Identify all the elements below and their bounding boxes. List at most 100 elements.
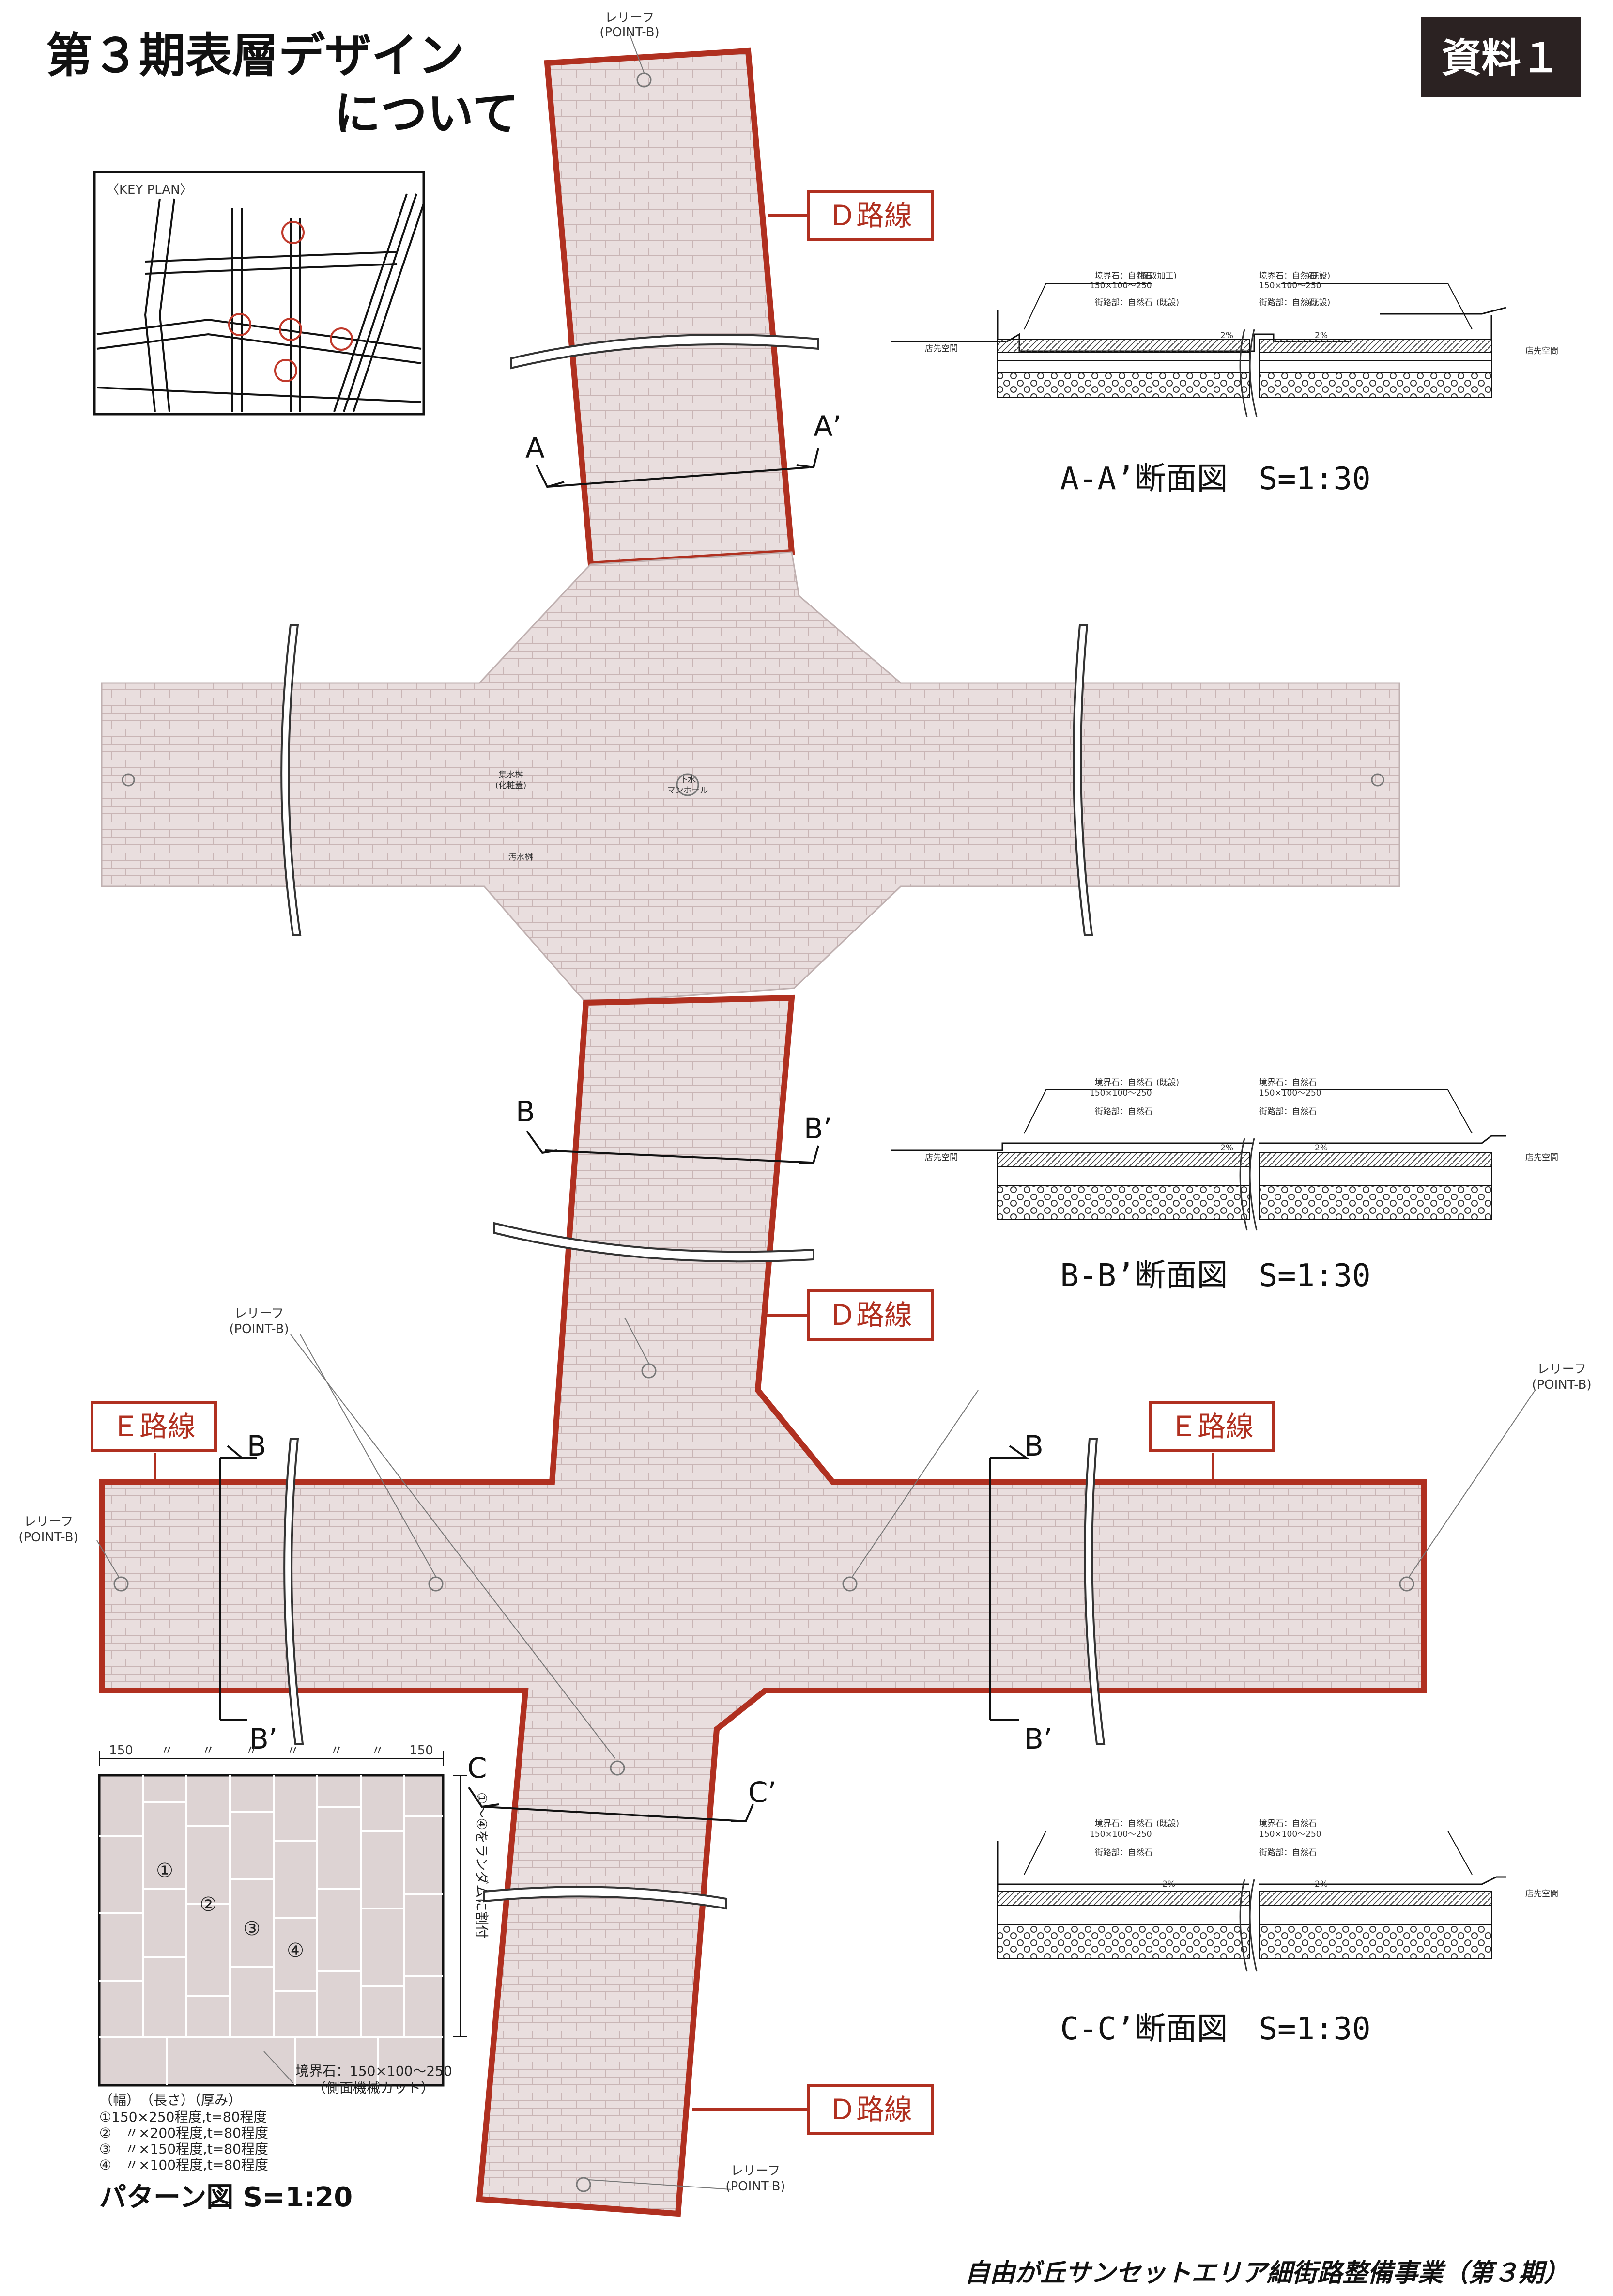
- svg-text:C: C: [467, 1752, 487, 1784]
- svg-text:(POINT-B): (POINT-B): [725, 2179, 785, 2194]
- svg-text:③ 〃×150程度,t=80程度: ③ 〃×150程度,t=80程度: [99, 2141, 268, 2157]
- svg-text:③: ③: [243, 1918, 261, 1940]
- svg-text:B: B: [516, 1095, 535, 1128]
- cut-marks: [219, 448, 1030, 1822]
- svg-text:150×100～250: 150×100～250: [1259, 1088, 1321, 1098]
- svg-text:2%: 2%: [1220, 1143, 1233, 1153]
- svg-text:B: B: [247, 1429, 266, 1462]
- svg-text:A: A: [525, 432, 545, 465]
- svg-text:(面取加工): (面取加工): [1137, 271, 1177, 281]
- svg-text:境界石：自然石: 境界石：自然石: [1259, 1819, 1317, 1829]
- d-route-label-2: Ｄ路線: [828, 1299, 912, 1332]
- svg-text:汚水桝: 汚水桝: [508, 853, 533, 862]
- svg-text:B: B: [1024, 1429, 1044, 1462]
- section-cc: 境界石：自然石 (既設) 150×100～250 境界石：自然石 150×100…: [997, 1819, 1558, 2047]
- key-plan: 〈KEY PLAN〉: [93, 171, 425, 416]
- svg-text:(既設): (既設): [1156, 1819, 1179, 1829]
- svg-text:境界石：自然石: 境界石：自然石: [1095, 271, 1152, 281]
- svg-text:150×100～250: 150×100～250: [1090, 1088, 1152, 1098]
- svg-text:街路部：自然石: 街路部：自然石: [1095, 298, 1152, 308]
- svg-text:2%: 2%: [1220, 331, 1233, 341]
- page-title: 第３期表層デザイン: [46, 29, 464, 83]
- svg-text:(既設): (既設): [1307, 298, 1330, 308]
- svg-text:境界石：自然石: 境界石：自然石: [1259, 271, 1317, 281]
- svg-text:(既設): (既設): [1156, 1078, 1179, 1087]
- d-route-north: [544, 47, 795, 568]
- svg-text:150: 150: [109, 1743, 133, 1758]
- svg-text:店先空間: 店先空間: [1525, 1889, 1558, 1899]
- svg-text:〃: 〃: [246, 1743, 258, 1758]
- svg-text:150×100～250: 150×100～250: [1090, 1830, 1152, 1839]
- svg-text:①150×250程度,t=80程度: ①150×250程度,t=80程度: [99, 2109, 267, 2125]
- svg-text:2%: 2%: [1315, 331, 1328, 341]
- svg-text:下水: 下水: [679, 775, 696, 785]
- section-bb: 境界石：自然石 (既設) 150×100～250 境界石：自然石 150×100…: [891, 1078, 1558, 1294]
- d-e-route-south: [99, 994, 1427, 2217]
- svg-text:レリーフ: レリーフ: [234, 1306, 284, 1321]
- badge-label: 資料１: [1442, 35, 1561, 81]
- paving-plan: [99, 47, 1427, 2217]
- svg-text:境界石：150×100～250: 境界石：150×100～250: [295, 2063, 452, 2079]
- section-aa-title: A-A’断面図 S=1:30: [1060, 461, 1370, 497]
- svg-text:レリーフ: レリーフ: [731, 2164, 780, 2178]
- svg-text:2%: 2%: [1315, 1879, 1328, 1889]
- svg-text:(POINT-B): (POINT-B): [18, 1530, 78, 1545]
- svg-text:店先空間: 店先空間: [1525, 346, 1558, 356]
- svg-text:店先空間: 店先空間: [1525, 1153, 1558, 1163]
- svg-text:店先空間: 店先空間: [925, 344, 958, 354]
- svg-text:マンホール: マンホール: [667, 786, 708, 795]
- svg-text:B’: B’: [249, 1722, 277, 1755]
- section-aa: 境界石：自然石 (面取加工) 150×100～250 境界石：自然石 (既設) …: [891, 271, 1558, 497]
- svg-text:街路部：自然石: 街路部：自然石: [1259, 1107, 1317, 1117]
- svg-text:2%: 2%: [1315, 1143, 1328, 1153]
- svg-text:(既設): (既設): [1156, 298, 1179, 308]
- e-route-label-2: Ｅ路線: [1169, 1410, 1254, 1443]
- svg-text:150×100～250: 150×100～250: [1259, 281, 1321, 291]
- svg-text:④: ④: [287, 1939, 304, 1962]
- intersection-north: [101, 551, 1400, 1004]
- section-cc-title: C-C’断面図 S=1:30: [1060, 2011, 1370, 2047]
- svg-text:(POINT-B): (POINT-B): [599, 25, 659, 40]
- cut-mark-labels: A A’ B B’ B B’ B B’ C C’: [247, 410, 1052, 1809]
- svg-text:150×100～250: 150×100～250: [1090, 281, 1152, 291]
- svg-text:② 〃×200程度,t=80程度: ② 〃×200程度,t=80程度: [99, 2125, 268, 2141]
- svg-text:店先空間: 店先空間: [925, 1153, 958, 1163]
- pattern-title: パターン図 S=1:20: [99, 2182, 353, 2213]
- svg-text:レリーフ: レリーフ: [1537, 1362, 1586, 1377]
- svg-text:街路部：自然石: 街路部：自然石: [1095, 1107, 1152, 1117]
- key-plan-label: 〈KEY PLAN〉: [107, 183, 193, 197]
- svg-text:街路部：自然石: 街路部：自然石: [1095, 1848, 1152, 1858]
- svg-text:〃: 〃: [330, 1743, 343, 1758]
- svg-text:〃: 〃: [371, 1743, 384, 1758]
- svg-text:②: ②: [200, 1893, 217, 1916]
- svg-text:①: ①: [156, 1860, 173, 1882]
- manhole-labels: 集水桝 (化粧蓋) 下水 マンホール 汚水桝: [495, 770, 708, 862]
- svg-text:街路部：自然石: 街路部：自然石: [1259, 298, 1317, 308]
- project-footer: 自由が丘サンセットエリア細街路整備事業（第３期）: [965, 2259, 1569, 2288]
- manholes: [113, 72, 1414, 2192]
- svg-text:150: 150: [409, 1743, 433, 1758]
- svg-text:（幅） （長さ）（厚み）: （幅） （長さ）（厚み）: [99, 2092, 242, 2108]
- svg-text:〃: 〃: [161, 1743, 173, 1758]
- svg-text:街路部：自然石: 街路部：自然石: [1259, 1848, 1317, 1858]
- document-badge: 資料１: [1421, 17, 1581, 97]
- svg-text:境界石：自然石: 境界石：自然石: [1095, 1819, 1152, 1829]
- svg-text:C’: C’: [748, 1776, 777, 1809]
- svg-text:(POINT-B): (POINT-B): [1532, 1378, 1591, 1392]
- svg-text:境界石：自然石: 境界石：自然石: [1095, 1078, 1152, 1087]
- svg-text:B’: B’: [804, 1112, 832, 1145]
- svg-text:(POINT-B): (POINT-B): [229, 1322, 289, 1336]
- e-route-label-1: Ｅ路線: [111, 1410, 196, 1443]
- page-subtitle: について: [334, 87, 519, 141]
- pattern-diagram: 150 〃 〃 〃 〃 〃 〃 150 ① ② ③ ④: [98, 1743, 490, 2213]
- d-route-label-3: Ｄ路線: [828, 2093, 912, 2126]
- svg-text:〃: 〃: [287, 1743, 299, 1758]
- svg-text:④ 〃×100程度,t=80程度: ④ 〃×100程度,t=80程度: [99, 2157, 268, 2173]
- svg-text:①～④をランダムに割付: ①～④をランダムに割付: [474, 1792, 490, 1939]
- svg-text:（側面機械カット）: （側面機械カット）: [312, 2080, 434, 2096]
- svg-text:(既設): (既設): [1307, 271, 1330, 281]
- route-labels: Ｄ路線 Ｄ路線 Ｄ路線 Ｅ路線 Ｅ路線: [91, 190, 1275, 2135]
- svg-text:レリーフ: レリーフ: [605, 11, 654, 25]
